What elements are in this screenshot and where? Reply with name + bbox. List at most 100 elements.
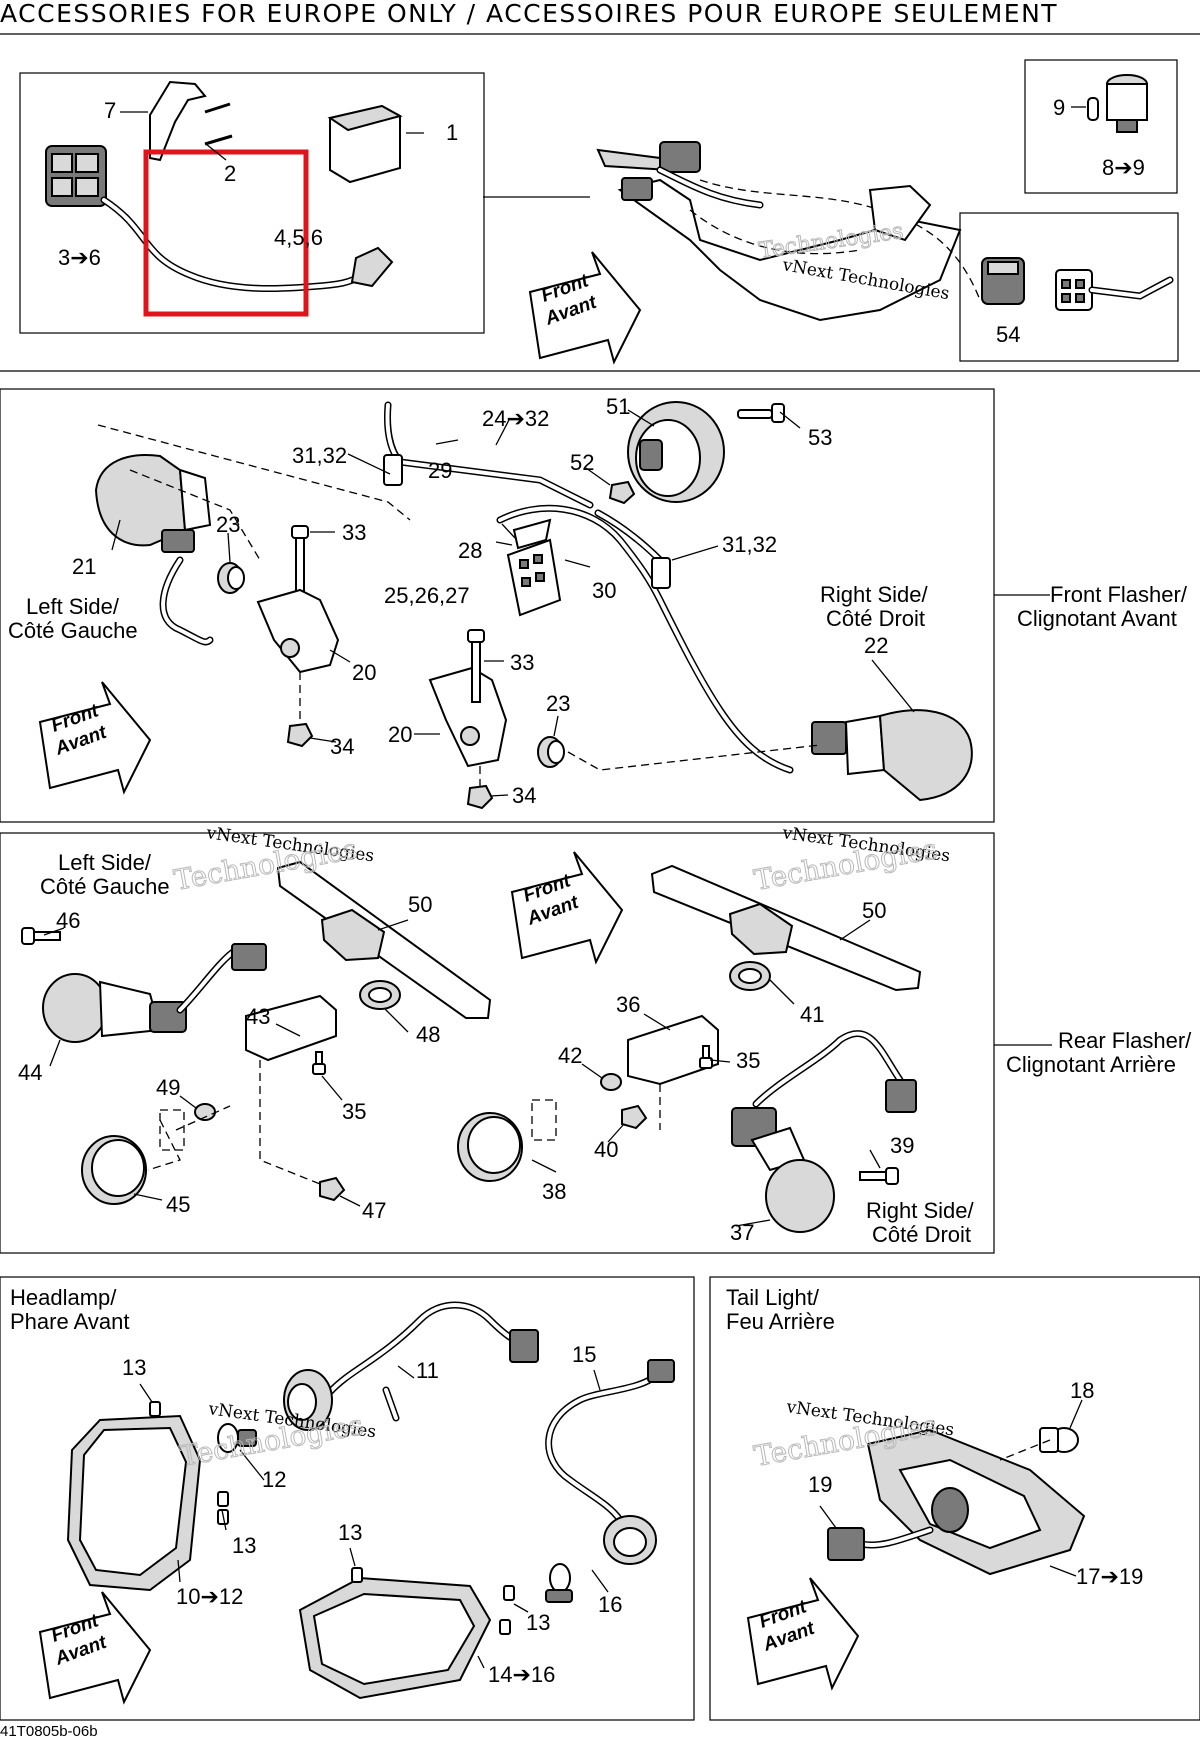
- screw: [859, 1167, 899, 1185]
- callout-33-left: 33: [342, 520, 366, 545]
- callout-31-32-right: 31,32: [722, 532, 777, 557]
- rear-bracket: [245, 994, 337, 1062]
- rear-lens: [457, 1112, 523, 1182]
- license-bracket-left: [276, 860, 492, 1019]
- callout-17-19: 17➔19: [1076, 1564, 1143, 1589]
- front-flasher-frame: [0, 388, 995, 823]
- callout-8-9: 8➔9: [1102, 155, 1145, 180]
- nut: [286, 722, 314, 748]
- headlamp-harness: [283, 1301, 539, 1431]
- callout-1: 1: [446, 120, 458, 145]
- callout-35-left: 35: [342, 1099, 366, 1124]
- highlight-box: [143, 149, 309, 317]
- nut: [466, 784, 494, 810]
- callout-40: 40: [594, 1137, 618, 1162]
- connector: [651, 557, 671, 589]
- rear-bracket: [627, 1014, 719, 1086]
- callout-20-left: 20: [352, 660, 376, 685]
- callout-54: 54: [996, 322, 1020, 347]
- callout-35-right: 35: [736, 1048, 760, 1073]
- callout-23-left: 23: [216, 512, 240, 537]
- front-flasher-section: Front Flasher/ Clignotant Avant: [0, 388, 1188, 823]
- front-arrow: Front Avant: [511, 851, 623, 963]
- indicator-switch: [1106, 74, 1148, 133]
- callout-42: 42: [558, 1043, 582, 1068]
- nut: [319, 1176, 346, 1202]
- relay: [327, 104, 403, 184]
- callout-23-right: 23: [546, 691, 570, 716]
- callout-9: 9: [1053, 95, 1065, 120]
- grommet: [537, 736, 565, 768]
- callout-25-26-27: 25,26,27: [384, 583, 470, 608]
- tail-light: [866, 1428, 1086, 1576]
- callout-16: 16: [598, 1592, 622, 1617]
- front-flasher-label: Front Flasher/: [1050, 582, 1188, 607]
- right-front-flasher: [811, 709, 973, 802]
- tail-light-title-fr: Feu Arrière: [726, 1309, 835, 1334]
- left-side-label: Left Side/: [26, 594, 120, 619]
- callout-30: 30: [592, 578, 616, 603]
- tail-light-connector: [827, 1526, 934, 1561]
- callout-29: 29: [428, 458, 452, 483]
- callout-21: 21: [72, 554, 96, 579]
- rear-lens: [81, 1135, 147, 1205]
- bolt: [467, 629, 485, 703]
- bulb: [1039, 1427, 1079, 1453]
- right-side-label: Right Side/: [866, 1198, 975, 1223]
- right-side-label-fr: Côté Droit: [872, 1222, 971, 1247]
- right-side-label: Right Side/: [820, 582, 929, 607]
- nut: [621, 1104, 648, 1130]
- rear-flasher-label-fr: Clignotant Arrière: [1006, 1052, 1176, 1077]
- handlebar-assembly: [596, 141, 981, 322]
- callout-50-left: 50: [408, 892, 432, 917]
- callout-45: 45: [166, 1192, 190, 1217]
- front-arrow: Front Avant: [747, 1577, 859, 1689]
- rear-flasher-frame: [0, 832, 995, 1254]
- callout-13: 13: [232, 1533, 256, 1558]
- callout-28: 28: [458, 538, 482, 563]
- headlamp-title: Headlamp/: [10, 1285, 117, 1310]
- callout-18: 18: [1070, 1378, 1094, 1403]
- headlamp-left: [66, 1414, 202, 1592]
- front-flasher-label-fr: Clignotant Avant: [1017, 606, 1177, 631]
- rear-flasher-label: Rear Flasher/: [1058, 1028, 1192, 1053]
- callout-37: 37: [730, 1220, 754, 1245]
- callout-19: 19: [808, 1472, 832, 1497]
- left-rear-flasher: [42, 943, 267, 1043]
- screw: [737, 403, 785, 423]
- tail-light-frame: [709, 1276, 1200, 1721]
- connector: [383, 454, 403, 486]
- tail-light-section: Tail Light/ Feu Arrière 18 19 17➔19 Fron…: [709, 1276, 1200, 1721]
- callout-4-5-6: 4,5,6: [274, 225, 323, 250]
- callout-2: 2: [224, 161, 236, 186]
- connector-inset-frame: [959, 212, 1179, 362]
- diagram-code: 41T0805b-06b: [0, 1723, 98, 1740]
- callout-34-left: 34: [330, 734, 354, 759]
- callout-7: 7: [104, 98, 116, 123]
- switch-kit-section: 1 2 3➔6 7 4,5,6 Front Avant Technologies…: [19, 59, 1179, 363]
- nut: [608, 480, 636, 505]
- headlamp-frame: [0, 1276, 695, 1721]
- callout-15: 15: [572, 1342, 596, 1367]
- callout-20-right: 20: [388, 722, 412, 747]
- left-side-label-fr: Côté Gauche: [40, 874, 170, 899]
- callout-43: 43: [246, 1004, 270, 1029]
- callout-13: 13: [526, 1610, 550, 1635]
- callout-14-16: 14➔16: [488, 1662, 555, 1687]
- callout-47: 47: [362, 1198, 386, 1223]
- callout-38: 38: [542, 1179, 566, 1204]
- callout-10-12: 10➔12: [176, 1584, 243, 1609]
- callout-3-6: 3➔6: [58, 245, 101, 270]
- rear-flasher-section: Rear Flasher/ Clignotant Arrière: [0, 823, 1192, 1254]
- front-arrow: Front Avant: [529, 251, 641, 363]
- callout-24-32: 24➔32: [482, 406, 549, 431]
- callout-33-right: 33: [510, 650, 534, 675]
- headlamp-title-fr: Phare Avant: [10, 1309, 129, 1334]
- callout-49: 49: [156, 1075, 180, 1100]
- front-arrow: Front Avant: [39, 1591, 151, 1703]
- grommet: [217, 562, 245, 594]
- grommet: [729, 961, 771, 991]
- callout-53: 53: [808, 425, 832, 450]
- callout-22: 22: [864, 633, 888, 658]
